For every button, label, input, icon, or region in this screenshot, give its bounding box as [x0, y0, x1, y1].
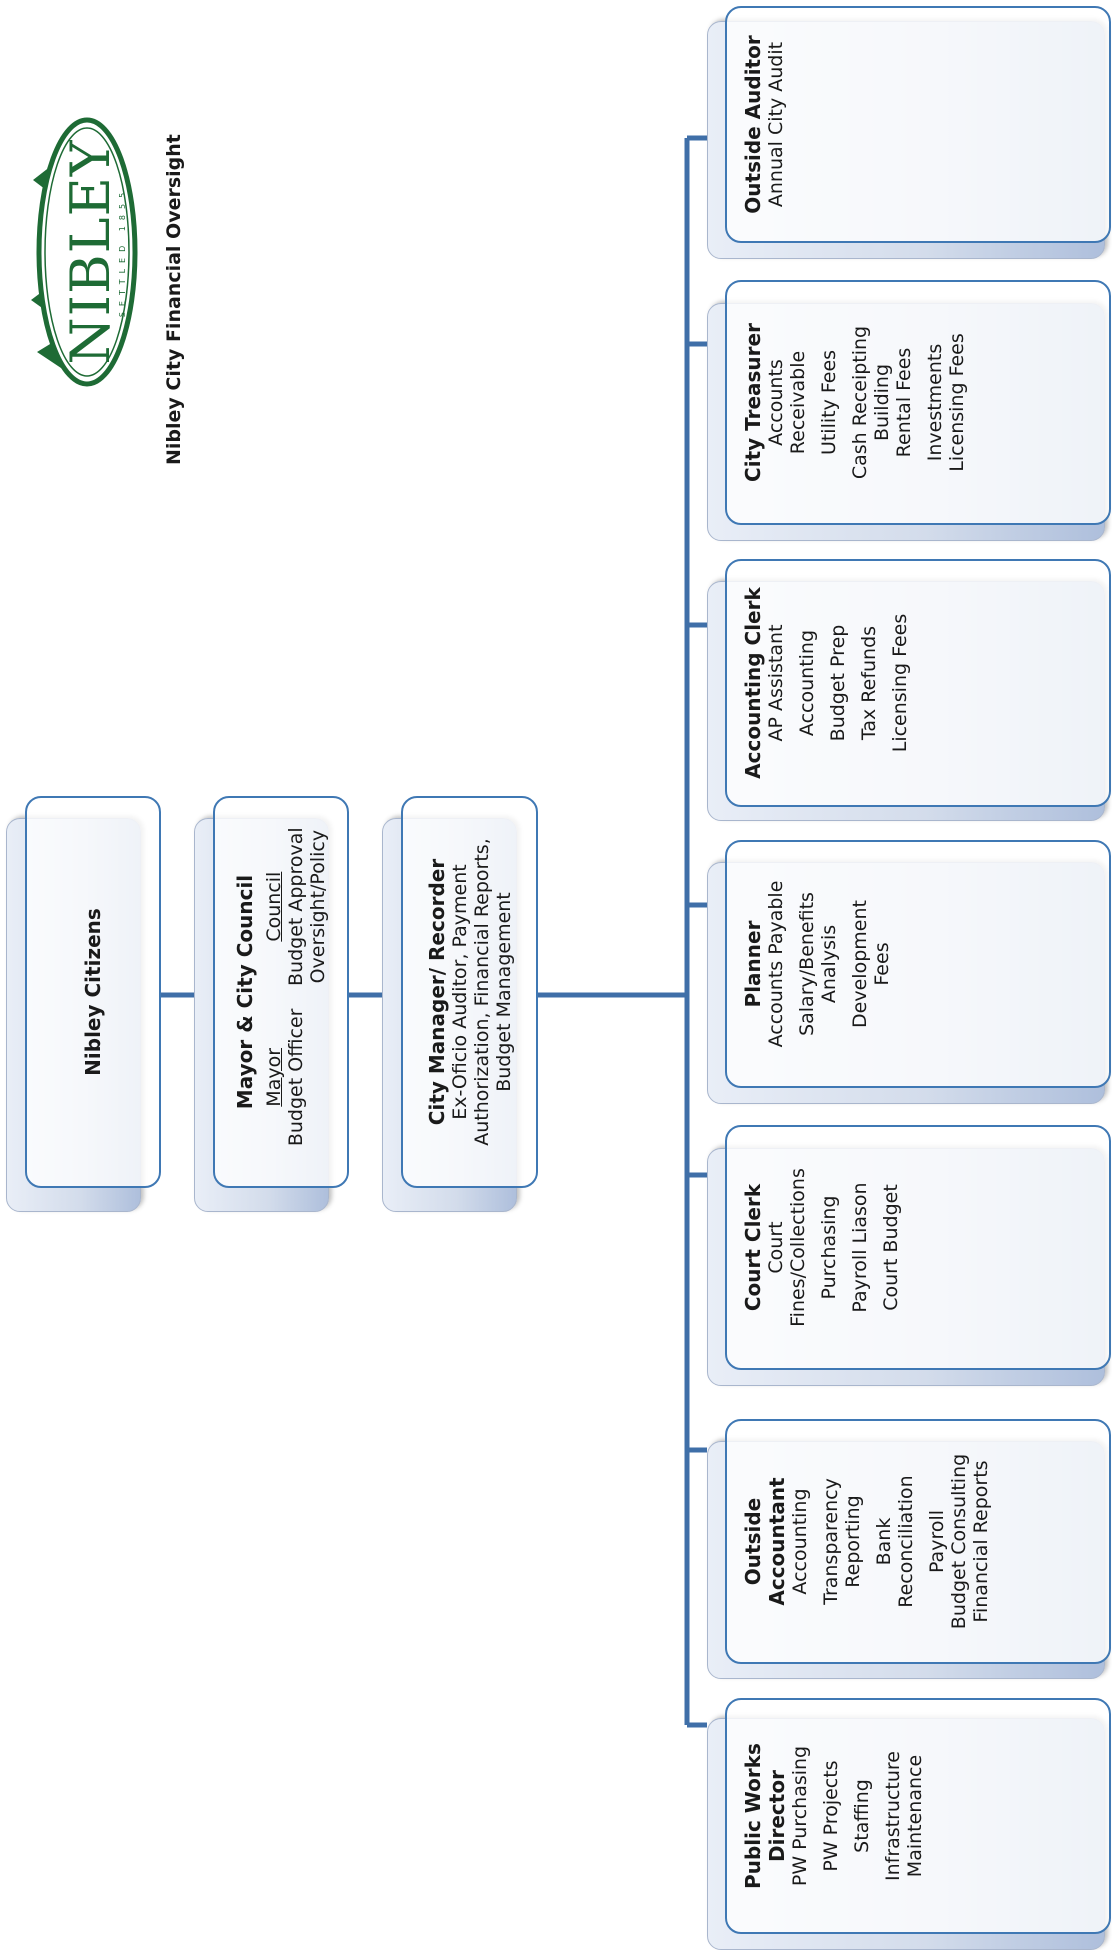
- dept-item: Development Fees: [849, 900, 893, 1028]
- dept-item: Accounts Receivable: [765, 350, 809, 455]
- citizens-title: Nibley Citizens: [81, 908, 105, 1076]
- dept-item: Maintenance: [904, 1754, 926, 1878]
- court-clerk-card: Court Clerk Court Fines/Collections Purc…: [725, 1125, 1111, 1370]
- outside-accountant-card: Outside Accountant Accounting Transparen…: [725, 1419, 1111, 1664]
- dept-item: Staffing: [851, 1779, 873, 1853]
- council-role-2: Oversight/Policy: [307, 829, 329, 984]
- dept-item: Bank Reconciliation: [873, 1475, 917, 1608]
- dept-item: AP Assistant: [765, 624, 787, 742]
- mayor-heading: Mayor: [263, 1047, 285, 1107]
- mayor-role: Budget Officer: [285, 1008, 307, 1147]
- dept-item: Financial Reports: [970, 1460, 992, 1623]
- city-manager-title: City Manager/ Recorder: [424, 858, 449, 1126]
- public-works-title-2: Director: [765, 1770, 789, 1862]
- dept-item: Licensing Fees: [946, 333, 968, 472]
- mayor-council-card: Mayor & City Council Mayor Council Budge…: [213, 796, 349, 1188]
- page-title: Nibley City Financial Oversight: [163, 134, 185, 465]
- accounting-clerk-title: Accounting Clerk: [741, 587, 765, 779]
- city-manager-line-1: Ex-Oficio Auditor, Payment: [448, 864, 471, 1120]
- dept-item: Accounting: [796, 629, 818, 737]
- council-role-1: Budget Approval: [285, 827, 307, 986]
- court-clerk-title: Court Clerk: [741, 1183, 765, 1312]
- public-works-card: Public Works Director PW Purchasing PW P…: [725, 1698, 1111, 1934]
- dept-item: Accounts Payable: [765, 880, 787, 1048]
- logo-settled: SETTLED 1855: [118, 187, 127, 317]
- outside-auditor-title: Outside Auditor: [741, 35, 765, 214]
- dept-item: Utility Fees: [818, 349, 840, 456]
- citizens-card: Nibley Citizens: [25, 796, 161, 1188]
- mayor-council-roles: Mayor Council Budget Officer Budget Appr…: [263, 827, 329, 1156]
- outside-accountant-title-1: Outside: [741, 1497, 765, 1586]
- accounting-clerk-card: Accounting Clerk AP Assistant Accounting…: [725, 559, 1111, 807]
- council-heading: Council: [263, 871, 285, 942]
- city-manager-card: City Manager/ Recorder Ex-Oficio Auditor…: [401, 796, 538, 1188]
- dept-item: Budget Consulting: [948, 1453, 970, 1630]
- city-treasurer-title: City Treasurer: [741, 323, 765, 482]
- dept-item: Building Rental Fees: [871, 347, 915, 458]
- dept-item: Licensing Fees: [889, 613, 911, 753]
- city-treasurer-card: City Treasurer Accounts Receivable Utili…: [725, 280, 1111, 525]
- dept-item: Investments: [924, 343, 946, 462]
- dept-item: Court Budget: [880, 1184, 902, 1311]
- logo-word: NIBLEY: [59, 139, 122, 365]
- dept-item: Cash Receipting: [849, 325, 871, 480]
- dept-item: Salary/Benefits Analysis: [796, 892, 840, 1036]
- mayor-council-title: Mayor & City Council: [233, 874, 257, 1110]
- dept-item: Court Fines/Collections: [765, 1168, 809, 1327]
- dept-item: PW Projects: [820, 1760, 842, 1872]
- dept-item: PW Purchasing: [789, 1745, 811, 1887]
- dept-item: Infrastructure: [882, 1751, 904, 1882]
- city-manager-line-3: Budget Management: [492, 892, 515, 1092]
- dept-item: Payroll: [926, 1509, 948, 1574]
- dept-item: Budget Prep: [827, 624, 849, 742]
- outside-auditor-card: Outside Auditor Annual City Audit: [725, 6, 1111, 243]
- planner-card: Planner Accounts Payable Salary/Benefits…: [725, 840, 1111, 1088]
- dept-item: Transparency Reporting: [820, 1478, 864, 1605]
- dept-item: Tax Refunds: [858, 625, 880, 741]
- dept-item: Payroll Liason: [849, 1182, 871, 1313]
- planner-title: Planner: [741, 920, 765, 1008]
- outside-accountant-title-2: Accountant: [765, 1477, 789, 1606]
- nibley-logo: NIBLEY SETTLED 1855: [25, 112, 149, 392]
- city-manager-line-2: Authorization, Financial Reports,: [470, 838, 493, 1146]
- dept-item: Annual City Audit: [765, 41, 787, 208]
- dept-item: Accounting: [789, 1488, 811, 1595]
- public-works-title-1: Public Works: [741, 1743, 765, 1889]
- dept-item: Purchasing: [818, 1195, 840, 1300]
